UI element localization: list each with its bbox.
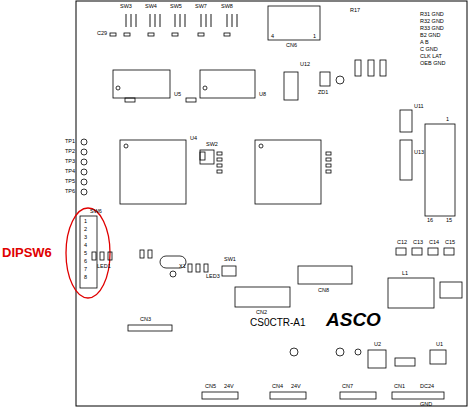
silkscreen-label: 1 [446,117,449,123]
silkscreen-label: U1 [436,342,443,348]
silkscreen-label: 24V [291,384,301,390]
silkscreen-label: SW2 [206,142,218,148]
silkscreen-label: 6 [84,259,87,265]
silkscreen-label: 24V [224,384,234,390]
silkscreen-label: SW6 [90,209,102,215]
silkscreen-label: CN1 [394,384,405,390]
silkscreen-label: R32 GND [420,19,444,25]
silkscreen-label: U5 [174,92,181,98]
silkscreen-label: C14 [429,240,439,246]
silkscreen-label: CN2 [256,310,267,316]
callout-label: DIPSW6 [2,246,52,259]
board-name: CS0CTR-A1 [250,318,306,328]
silkscreen-label: C29 [97,31,107,37]
silkscreen-label: A B [420,40,429,46]
silkscreen-label: TP5 [65,179,75,185]
silkscreen-label: X1 [179,264,186,270]
silkscreen-label: TP6 [65,189,75,195]
logo-text: ASCO [326,310,381,329]
silkscreen-label: SW4 [145,4,157,10]
silkscreen-label: TP4 [65,169,75,175]
silkscreen-label: C13 [413,240,423,246]
silkscreen-label: TP2 [65,149,75,155]
silkscreen-label: C12 [397,240,407,246]
silkscreen-label: R17 [350,8,360,14]
silkscreen-label: 1 [313,34,316,40]
silkscreen-label: CN3 [140,317,151,323]
silkscreen-label: U4 [190,136,197,142]
silkscreen-label: CN8 [318,288,329,294]
silkscreen-label: R31 GND [420,12,444,18]
silkscreen-label: B2 GND [420,33,440,39]
silkscreen-label: U2 [374,342,381,348]
silkscreen-label: LED1 [97,264,111,270]
silkscreen-label: 4 [271,34,274,40]
silkscreen-label: OEB GND [420,61,445,67]
silkscreen-label: LED3 [206,274,220,280]
silkscreen-label: 1 [84,219,87,225]
silkscreen-label: DC24 [420,384,434,390]
silkscreen-label: U8 [259,92,266,98]
silkscreen-label: 4 [84,243,87,249]
silkscreen-label: SW3 [120,4,132,10]
silkscreen-label: R33 GND [420,26,444,32]
silkscreen-label: CN4 [272,384,283,390]
silkscreen-label: SW7 [195,4,207,10]
silkscreen-label: ZD1 [318,90,328,96]
silkscreen-label: CN6 [286,43,297,49]
silkscreen-label: U13 [414,150,424,156]
silkscreen-label: 8 [84,275,87,281]
silkscreen-label: L1 [402,271,408,277]
silkscreen-label: 16 [427,218,433,224]
silkscreen-label: C GND [420,47,438,53]
silkscreen-label: TP3 [65,159,75,165]
silkscreen-label: CLK LAT [420,54,442,60]
silkscreen-label: SW8 [221,4,233,10]
silkscreen-label: CN7 [342,384,353,390]
silkscreen-label: 7 [84,267,87,273]
silkscreen-label: U12 [300,62,310,68]
silkscreen-label: SW5 [170,4,182,10]
silkscreen-label: 15 [446,218,452,224]
silkscreen-label: CN5 [205,384,216,390]
silkscreen-label: TP1 [65,139,75,145]
silkscreen-label: 3 [84,235,87,241]
silkscreen-label: GND [420,402,432,408]
silkscreen-label: C15 [445,240,455,246]
silkscreen-label: SW1 [224,257,236,263]
silkscreen-label: 5 [84,251,87,257]
silkscreen-label: 2 [84,227,87,233]
silkscreen-label: U11 [414,104,424,110]
